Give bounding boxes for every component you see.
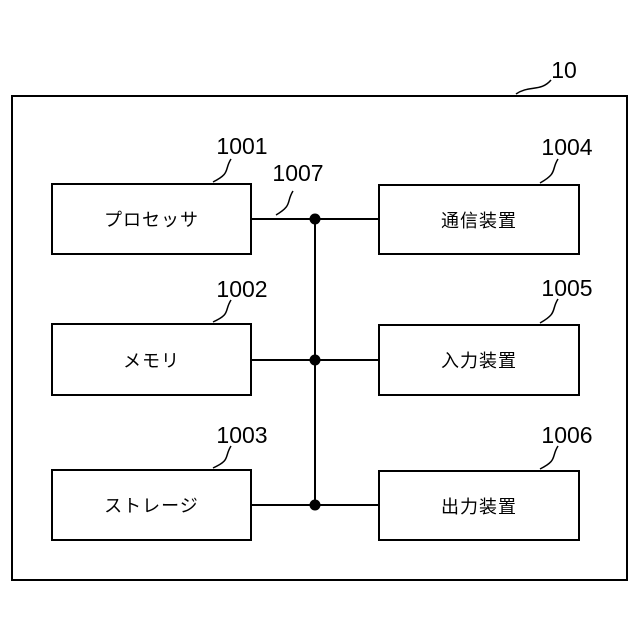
block-output-device-label: 出力装置 <box>441 496 517 517</box>
leader-line-10 <box>515 79 552 95</box>
block-input-device: 入力装置 <box>378 324 580 396</box>
junction-dot-top <box>309 213 321 225</box>
leader-line-1004 <box>539 158 559 184</box>
leader-line-1007 <box>275 190 294 216</box>
block-memory: メモリ <box>51 323 252 396</box>
block-communication-device-label: 通信装置 <box>441 210 517 231</box>
junction-dot-middle <box>309 354 321 366</box>
leader-line-1003 <box>212 445 232 469</box>
junction-dot-bottom <box>309 499 321 511</box>
ref-label-1005: 1005 <box>541 275 593 301</box>
leader-line-1002 <box>212 299 232 323</box>
ref-label-1006: 1006 <box>541 422 593 448</box>
block-output-device: 出力装置 <box>378 470 580 541</box>
block-processor-label: プロセッサ <box>104 210 199 230</box>
device-outline <box>11 95 628 581</box>
block-storage: ストレージ <box>51 469 252 541</box>
ref-label-1004: 1004 <box>541 134 593 160</box>
ref-label-1002: 1002 <box>216 276 268 302</box>
leader-line-1001 <box>212 158 232 183</box>
leader-line-1005 <box>539 298 559 324</box>
block-input-device-label: 入力装置 <box>441 351 517 371</box>
ref-label-1003: 1003 <box>216 422 268 448</box>
block-processor: プロセッサ <box>51 183 252 255</box>
block-memory-label: メモリ <box>123 350 180 371</box>
ref-label-1007: 1007 <box>272 160 324 186</box>
block-storage-label: ストレージ <box>104 496 199 516</box>
leader-line-1006 <box>539 445 559 470</box>
ref-label-10: 10 <box>551 57 577 83</box>
block-communication-device: 通信装置 <box>378 184 580 255</box>
ref-label-1001: 1001 <box>216 133 268 159</box>
